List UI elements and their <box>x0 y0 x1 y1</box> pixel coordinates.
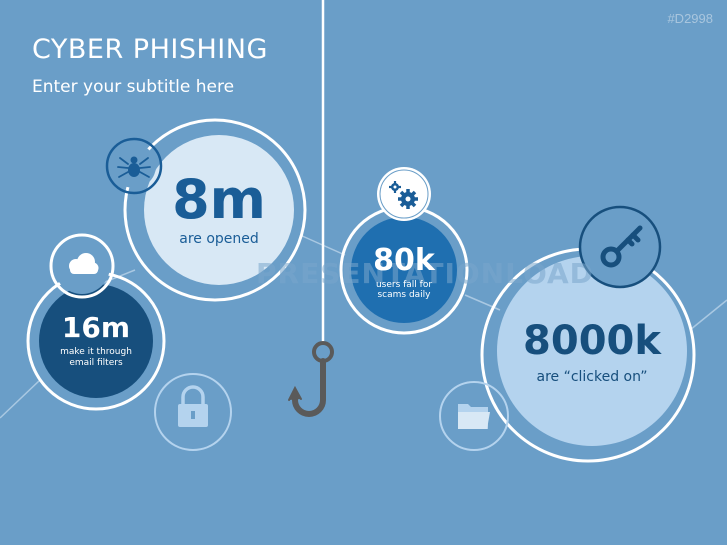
folder-icon <box>439 381 509 451</box>
stat-8000k: 8000k are “clicked on” <box>512 313 672 393</box>
stat-caption: are opened <box>179 230 259 247</box>
gears-icon <box>377 167 431 221</box>
stat-caption: make it through email filters <box>60 347 132 368</box>
stat-value: 80k <box>373 242 435 278</box>
stat-circle-8m <box>123 118 307 302</box>
product-code: #D2998 <box>667 11 713 26</box>
watermark: PRESENTATIONLOAD <box>256 257 594 290</box>
stat-caption: users fall for scams daily <box>376 280 432 301</box>
caption-line: users fall for <box>375 279 433 290</box>
stat-value: 16m <box>61 311 131 345</box>
stat-caption: are “clicked on” <box>536 368 648 385</box>
caption-line: make it through <box>60 347 132 358</box>
slide-subtitle: Enter your subtitle here <box>32 77 235 97</box>
stat-80k: 80k users fall for scams daily <box>359 233 449 313</box>
slide-title: CYBER PHISHING <box>32 34 268 65</box>
stat-value: 8000k <box>523 317 661 364</box>
key-icon <box>578 205 662 289</box>
fishing-hook-icon <box>288 341 334 417</box>
stat-16m: 16m make it through email filters <box>46 301 146 381</box>
stat-value: 8m <box>172 167 266 231</box>
caption-line: scams daily <box>377 290 431 300</box>
stat-8m: 8m are opened <box>144 150 294 270</box>
lock-icon <box>154 373 232 451</box>
caption-line: email filters <box>69 357 123 368</box>
cloud-icon <box>49 233 115 299</box>
spider-icon <box>105 137 163 195</box>
